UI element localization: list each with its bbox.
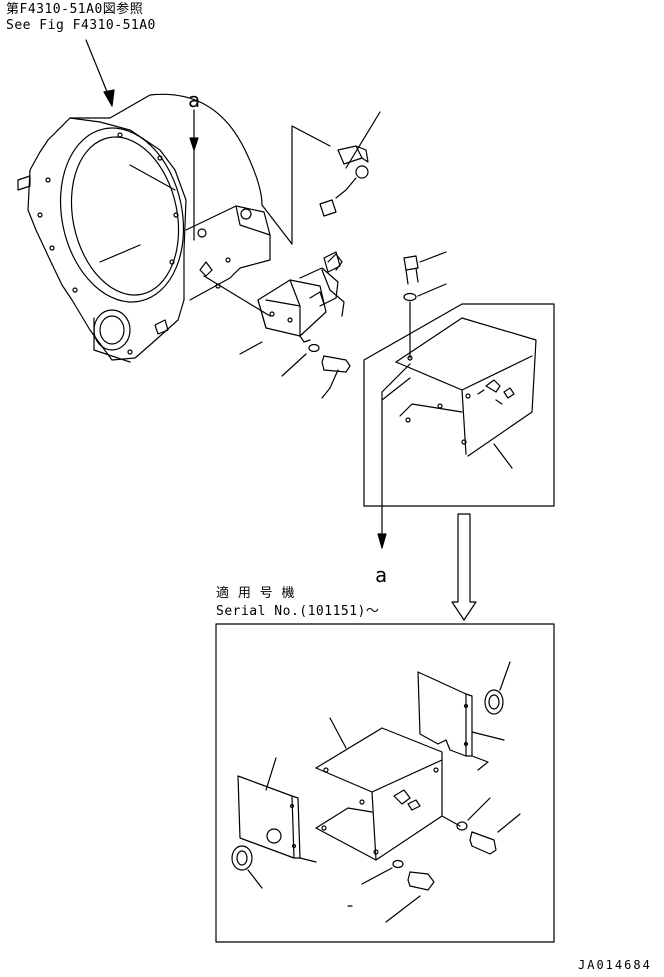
detail-transition-arrow <box>451 513 477 621</box>
right-washer <box>456 797 491 831</box>
lower-detail-frame <box>215 623 555 943</box>
actuator-bolt <box>321 355 351 399</box>
flywheel-housing <box>17 93 271 363</box>
view-a-arrow-bottom <box>377 363 411 549</box>
controller-box <box>381 317 537 469</box>
bottom-bolt <box>347 871 435 923</box>
upper-detail-frame <box>363 303 555 507</box>
actuator-washer <box>281 343 320 377</box>
box-bolt <box>403 251 447 285</box>
actuator-unit <box>203 251 345 343</box>
left-cover-plate <box>237 757 317 863</box>
applicability-label-jp: 適 用 号 機 <box>216 586 295 601</box>
left-grommet <box>231 845 263 889</box>
right-grommet <box>484 661 511 715</box>
reference-note-en: See Fig F4310-51A0 <box>6 18 156 33</box>
applicability-serial: Serial No.(101151)～ <box>216 604 380 619</box>
right-cover-plate <box>417 671 505 771</box>
drawing-code: JA014684 <box>578 958 652 972</box>
reference-note-jp: 第F4310-51A0図参照 <box>6 2 144 17</box>
box-washer <box>403 283 447 359</box>
reference-leader <box>85 39 115 107</box>
harness-route-line <box>261 125 331 245</box>
lower-controller-box <box>315 717 443 861</box>
right-bolt <box>441 813 521 855</box>
view-a-arrow-top <box>189 109 199 241</box>
bottom-washer <box>361 859 404 885</box>
view-marker-bottom: a <box>375 563 387 587</box>
speed-sensor <box>319 111 381 217</box>
actuator-leader <box>239 341 263 355</box>
